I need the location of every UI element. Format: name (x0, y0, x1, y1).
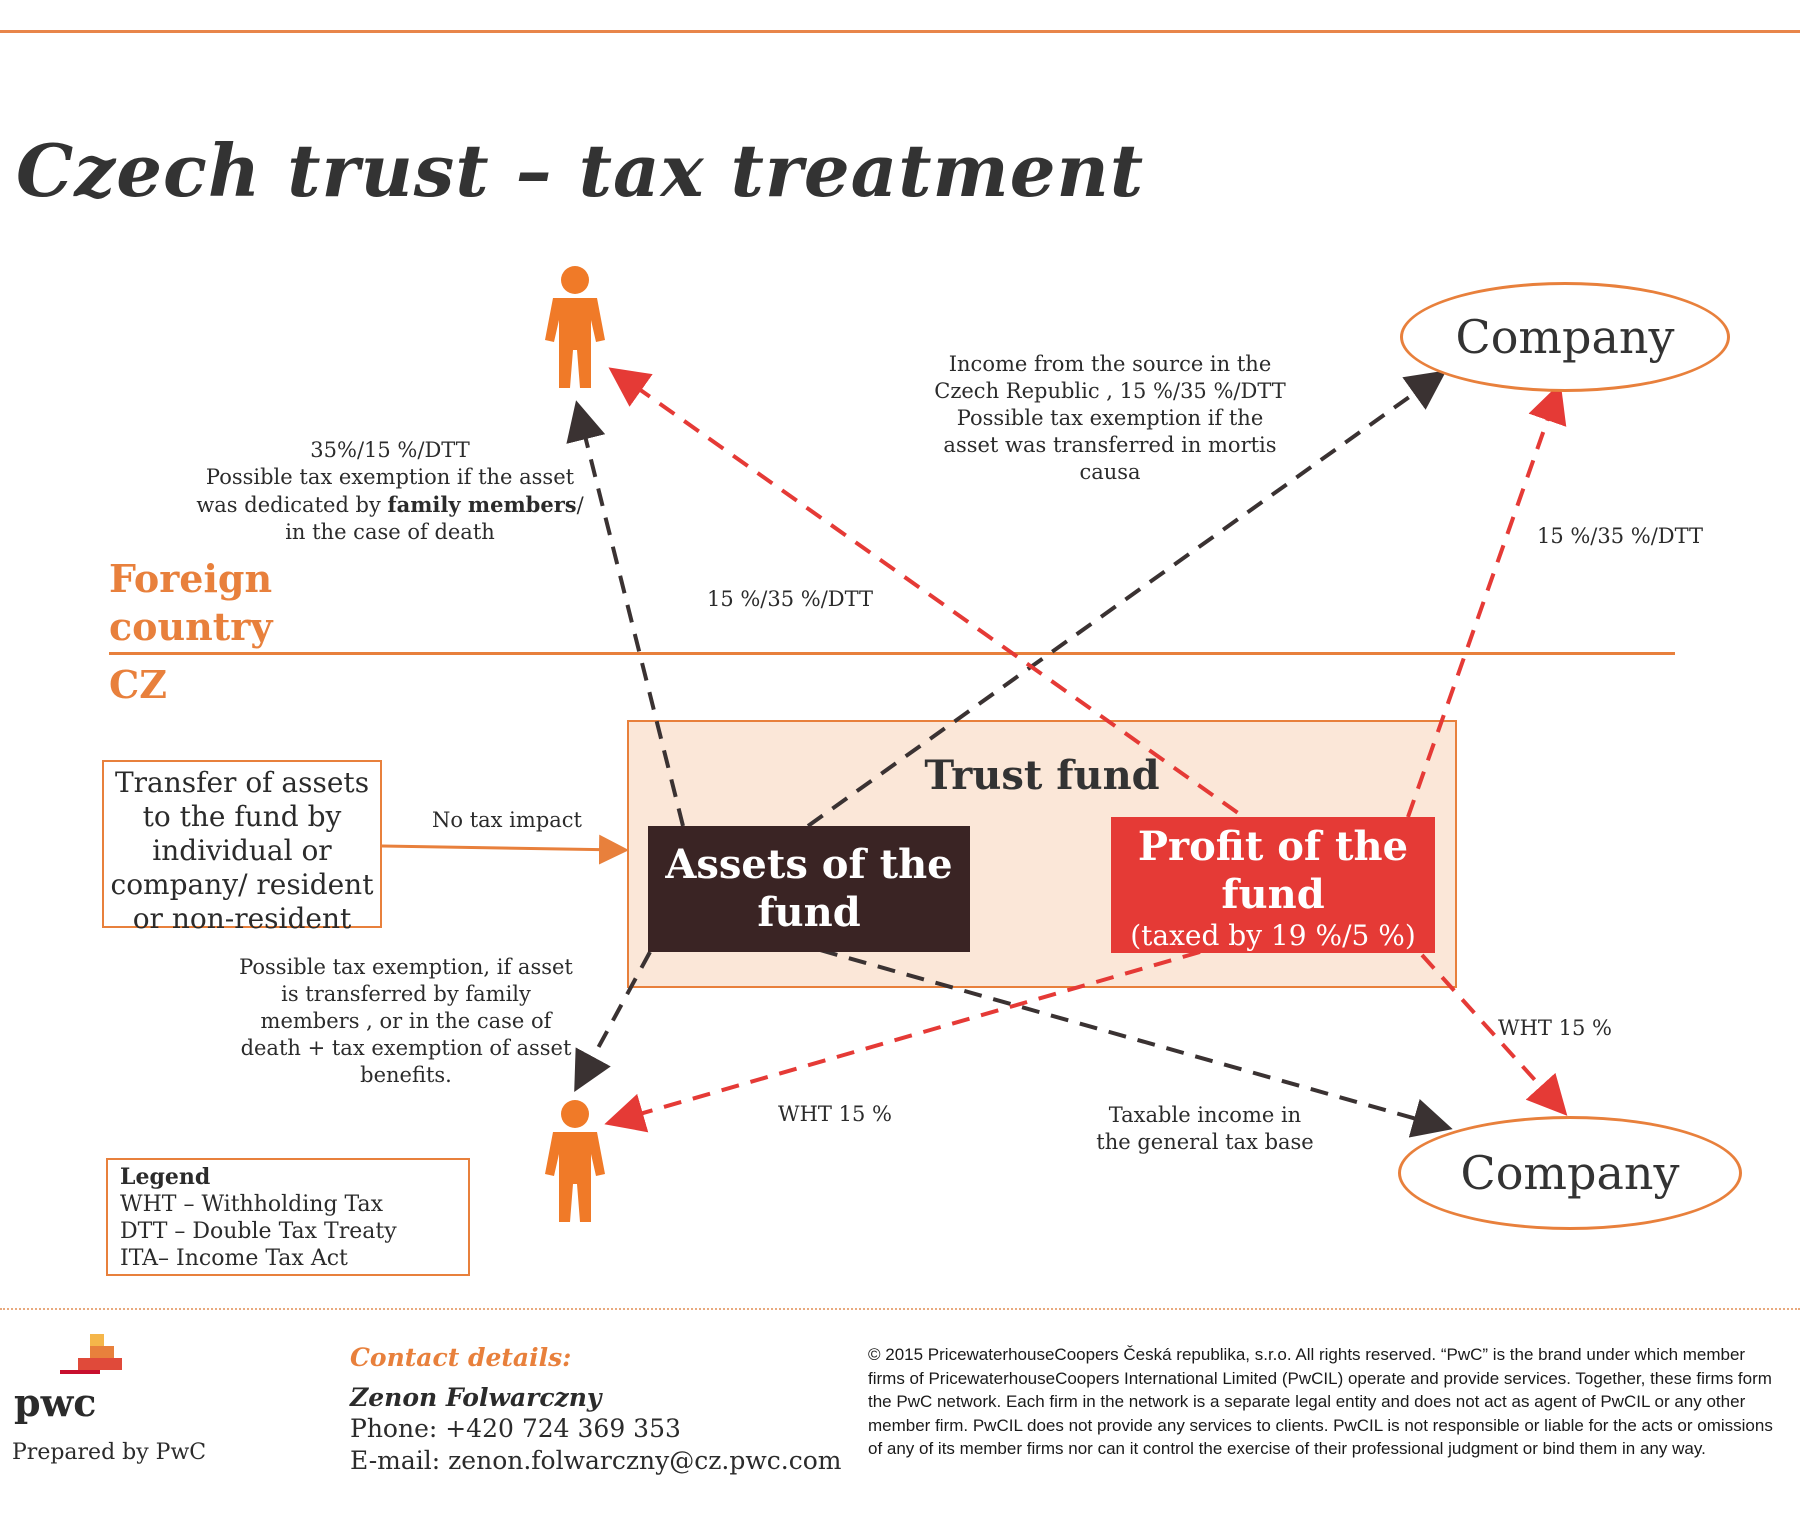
foreign-person-note-line4: in the case of death (285, 520, 495, 544)
arrow-profit-to-domestic-company (1420, 953, 1568, 1116)
legend-item-dtt: DTT – Double Tax Treaty (120, 1219, 397, 1244)
profit-of-fund-title: Profit of the fund (1137, 823, 1409, 918)
person-icon-foreign (545, 266, 605, 388)
border-line (109, 652, 1675, 655)
profit-of-fund-tax: (taxed by 19 %/5 %) (1130, 919, 1416, 952)
contact-email[interactable]: E-mail: zenon.folwarczny@cz.pwc.com (350, 1446, 842, 1475)
foreign-person-note-line2: Possible tax exemption if the asset (205, 465, 575, 489)
pwc-logo-mark (60, 1334, 122, 1374)
legend-title: Legend (120, 1164, 211, 1190)
company-foreign: Company (1400, 282, 1730, 392)
arrow-assets-to-domestic-person (574, 951, 652, 1093)
arrow-profit-to-foreign-person (608, 367, 1264, 832)
company-domestic: Company (1398, 1116, 1742, 1230)
domestic-person-note: Possible tax exemption, if asset is tran… (239, 955, 573, 1087)
arrow-transfer-to-fund (381, 834, 629, 865)
arrow-assets-to-domestic-company (819, 948, 1453, 1138)
contact-name: Zenon Folwarczny (350, 1383, 602, 1412)
foreign-person-note-line3: was dedicated by family members/ (196, 492, 584, 517)
person-icon-domestic (545, 1100, 605, 1222)
pwc-logo: pwc (14, 1380, 97, 1425)
transfer-of-assets-box: Transfer of assets to the fund by indivi… (102, 760, 382, 935)
prepared-by: Prepared by PwC (12, 1440, 207, 1465)
wht-person-label: WHT 15 % (778, 1102, 892, 1126)
wht-company-label: WHT 15 % (1498, 1016, 1612, 1040)
arrow-assets-to-foreign-person (566, 400, 685, 827)
footer-rule (0, 1308, 1800, 1310)
legend-item-ita: ITA– Income Tax Act (120, 1246, 348, 1271)
legend-item-wht: WHT – Withholding Tax (120, 1192, 384, 1217)
taxable-income-label: Taxable income in the general tax base (1096, 1103, 1314, 1154)
top-rule (0, 30, 1800, 33)
page-title: Czech trust – tax treatment (16, 128, 1145, 213)
assets-of-fund-box: Assets of the fund (648, 826, 970, 952)
profit-of-fund-box: Profit of the fund (taxed by 19 %/5 %) (1111, 817, 1435, 953)
foreign-country-label: Foreign country (109, 556, 273, 649)
foreign-person-note: 35%/15 %/DTT Possible tax exemption if t… (180, 437, 600, 546)
copyright-notice: © 2015 PricewaterhouseCoopers Česká repu… (868, 1345, 1773, 1458)
cz-label: CZ (109, 662, 167, 707)
legend-box: Legend WHT – Withholding Tax DTT – Doubl… (106, 1158, 470, 1276)
trust-fund-title: Trust fund (924, 752, 1160, 799)
profit-to-foreign-company-rate: 15 %/35 %/DTT (1536, 524, 1704, 548)
arrow-profit-to-foreign-company (1406, 382, 1567, 818)
no-tax-impact-label: No tax impact (432, 808, 582, 832)
profit-to-foreign-person-rate: 15 %/35 %/DTT (706, 587, 874, 611)
arrow-profit-to-domestic-person (604, 950, 1201, 1133)
contact-heading: Contact details: (350, 1343, 572, 1372)
arrow-assets-to-foreign-company (806, 370, 1447, 828)
foreign-person-note-line1: 35%/15 %/DTT (310, 438, 470, 462)
contact-phone: Phone: +420 724 369 353 (350, 1414, 681, 1443)
foreign-company-note: Income from the source in the Czech Repu… (934, 352, 1286, 484)
